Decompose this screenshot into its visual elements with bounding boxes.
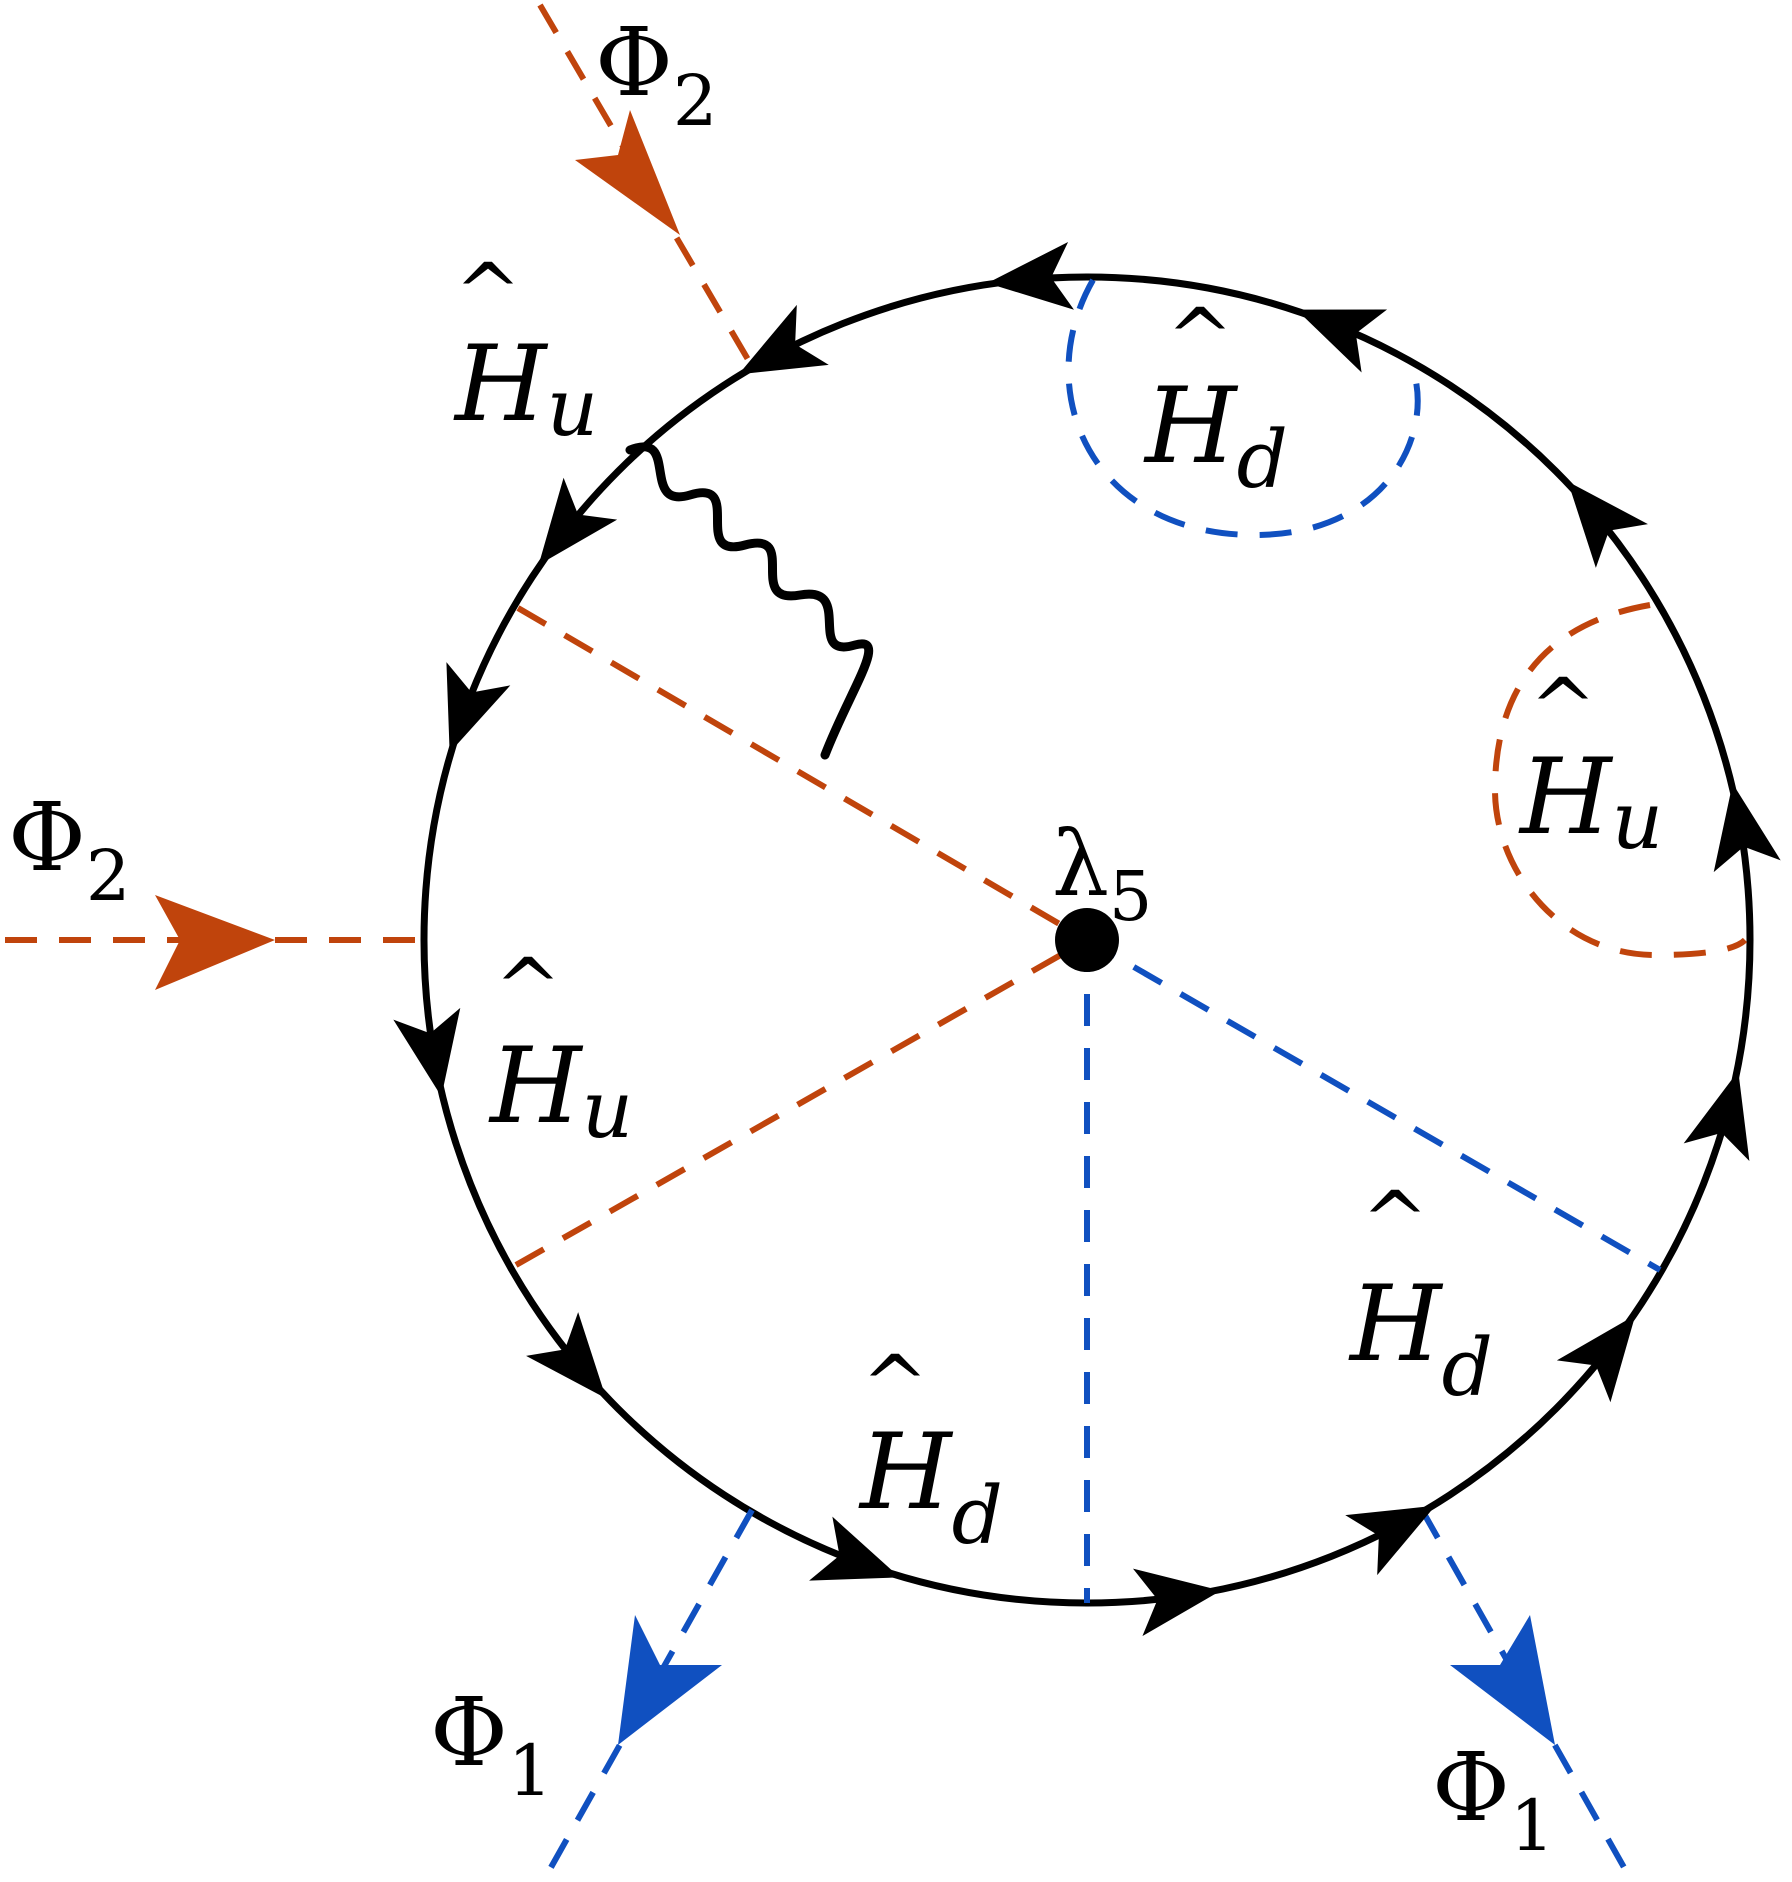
label-main: H [453, 323, 549, 445]
label-hd-bottom-right: ^ Hd [1348, 1174, 1493, 1414]
hd-line-diagonal [1085, 937, 1662, 1273]
fermion-arrow [1567, 481, 1648, 568]
label-main: Φ [595, 8, 673, 118]
phi1-bottom-left-line [542, 1508, 755, 1880]
label-sub: u [1612, 774, 1664, 867]
svg-text:Φ2: Φ2 [8, 783, 130, 917]
label-sub: 1 [508, 1730, 553, 1812]
hu-line-upper [516, 605, 1089, 943]
phi1-bottom-right-arrow [1450, 1615, 1555, 1745]
fermion-arrow [1296, 309, 1388, 373]
external-phi2-lines [5, 3, 756, 943]
label-phi2-top: Φ2 [595, 8, 717, 142]
label-lambda5: λ5 [1052, 812, 1152, 937]
svg-text:Hu: Hu [488, 1025, 633, 1156]
svg-text:Φ1: Φ1 [430, 1678, 552, 1812]
phi1-bottom-right-line [1419, 1508, 1633, 1880]
lambda5-vertex [1055, 908, 1119, 972]
label-phi1-bottom-right: Φ1 [1432, 1733, 1554, 1867]
fermion-arrow [1345, 1505, 1436, 1576]
label-sub: d [952, 1469, 1003, 1562]
fermion-arrow [446, 662, 511, 753]
label-hu-top-left: ^ Hu [453, 246, 598, 454]
hat: ^ [1361, 1174, 1428, 1267]
label-hd-top: ^ Hd [1143, 291, 1288, 506]
hd-self-energy-loop [1065, 278, 1421, 539]
fermion-arrow [393, 1007, 461, 1097]
label-sub: 2 [86, 835, 131, 917]
fermion-arrow [526, 1312, 607, 1399]
fermion-arrow [809, 1516, 900, 1581]
hu-self-energy-loop [1491, 602, 1748, 959]
label-phi1-bottom-left: Φ1 [430, 1678, 552, 1812]
fermion-arrow [738, 304, 829, 375]
label-hd-bottom: ^ Hd [858, 1338, 1003, 1562]
hat: ^ [1529, 661, 1596, 754]
hu-line-lower [514, 937, 1089, 1268]
fermion-arrow [538, 477, 618, 565]
svg-text:λ5: λ5 [1052, 812, 1152, 937]
svg-text:Φ1: Φ1 [1432, 1733, 1554, 1867]
svg-text:Hu: Hu [1518, 736, 1663, 867]
svg-text:Hu: Hu [453, 323, 598, 454]
label-phi2-left: Φ2 [8, 783, 130, 917]
fermion-arrow [1713, 783, 1781, 873]
label-sub: d [1442, 1321, 1493, 1414]
label-main: λ [1052, 812, 1109, 917]
fermion-arrows [393, 241, 1781, 1637]
label-sub: 1 [1510, 1785, 1555, 1867]
phi1-bottom-left-arrow [618, 1615, 722, 1745]
label-sub: 5 [1109, 858, 1152, 937]
label-main: Φ [8, 783, 86, 893]
label-main: H [858, 1411, 954, 1533]
label-sub: u [547, 361, 599, 454]
hat: ^ [1166, 291, 1233, 384]
fermion-arrow [1132, 1568, 1221, 1637]
label-main: H [1143, 365, 1239, 487]
label-sub: d [1237, 413, 1288, 506]
label-main: Φ [430, 1678, 508, 1788]
label-main: H [1518, 736, 1614, 858]
label-sub: u [582, 1063, 634, 1156]
hat: ^ [494, 941, 561, 1034]
external-phi1-lines [542, 1508, 1633, 1880]
hat: ^ [861, 1338, 928, 1431]
label-hu-left: ^ Hu [488, 941, 633, 1156]
fermion-arrow [1556, 1315, 1636, 1403]
svg-text:Hd: Hd [858, 1411, 1003, 1562]
phi2-left-arrow [155, 895, 275, 990]
label-sub: 2 [673, 60, 718, 142]
svg-text:Hd: Hd [1143, 365, 1288, 506]
fermion-arrow [1683, 1071, 1750, 1161]
label-hu-right: ^ Hu [1518, 661, 1663, 867]
svg-text:Hd: Hd [1348, 1263, 1493, 1414]
gauge-boson-line [625, 442, 874, 760]
label-main: H [488, 1025, 584, 1147]
label-main: H [1348, 1263, 1444, 1385]
svg-text:Φ2: Φ2 [595, 8, 717, 142]
fermion-arrow [987, 241, 1075, 310]
phi2-top-arrow [575, 110, 680, 235]
hat: ^ [454, 246, 521, 339]
internal-scalar-lines [514, 605, 1662, 1603]
phi2-top-line [537, 3, 756, 370]
label-main: Φ [1432, 1733, 1510, 1843]
